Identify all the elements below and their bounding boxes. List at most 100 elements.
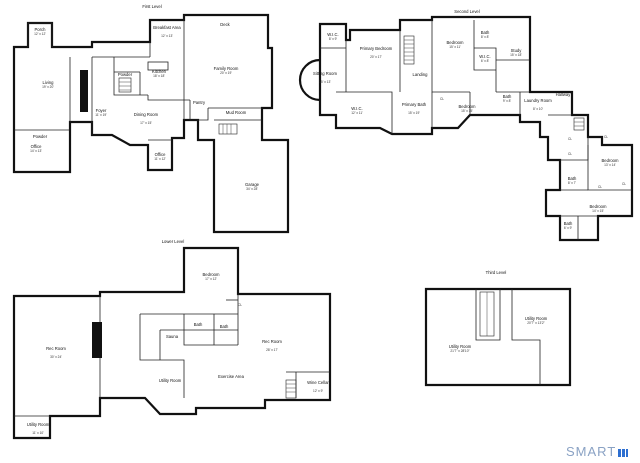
room-mudroom-name: Mud Room: [226, 110, 247, 115]
room-rec-left-dim: 30' x 24': [50, 355, 62, 359]
brand-logo: SMART: [566, 444, 629, 459]
room-bedroom1-name: Bedroom: [447, 40, 465, 45]
room-utility-lower-name: Utility Room: [159, 378, 182, 383]
room-bath4-dim: 6' x 9': [564, 226, 573, 230]
room-bath-lower2-name: Bath: [220, 324, 229, 329]
room-rec-right-name: Rec Room: [262, 339, 282, 344]
room-bath3-dim: 8' x 7': [568, 181, 577, 185]
room-bedroom4-dim: 14' x 15': [592, 209, 604, 213]
room-kitchen-dim: 18' x 18': [153, 74, 165, 78]
room-landing-name: Landing: [413, 72, 429, 77]
room-primary-bed-name: Primary Bedroom: [360, 46, 393, 51]
closet-label-4: CL: [598, 185, 602, 189]
third-level-plan: Third Level Utility Room 21'7" x 28'10" …: [424, 270, 572, 387]
first-level-stairs: [80, 70, 238, 135]
second-level-title: Second Level: [454, 9, 479, 14]
room-study-dim: 15' x 18': [510, 53, 522, 57]
room-deck-name: Deck: [220, 22, 230, 27]
closet-label-3: CL: [568, 152, 572, 156]
room-rec-right-dim: 28' x 17': [266, 348, 278, 352]
room-bedroom-lower-name: Bedroom: [203, 272, 221, 277]
room-bath2-dim: 9' x 8': [503, 99, 512, 103]
closet-label-lower: CL: [238, 303, 242, 307]
second-level-plan: Second Level W.I.C. 8' x 9' Primary Bed: [298, 9, 634, 242]
room-utility-third2-dim: 20'7" x 13'2": [527, 321, 544, 325]
room-rec-left-name: Rec Room: [46, 346, 66, 351]
room-utility-lower2-dim: 11' x 10': [32, 431, 44, 435]
room-powder1-name: Powder: [118, 72, 133, 77]
room-laundry-dim: 8' x 10': [533, 107, 543, 111]
room-foyer-dim: 11' x 19': [95, 113, 107, 117]
room-bath1-dim: 8' x 8': [481, 35, 490, 39]
lower-level-title: Lower Level: [162, 239, 185, 244]
room-kitchen-name: Kitchen: [152, 69, 167, 74]
room-office1-name: Office: [31, 144, 43, 149]
room-utility-third2-name: Utility Room: [525, 316, 548, 321]
room-powder2-name: Powder: [33, 134, 48, 139]
room-office2-name: Office: [155, 152, 167, 157]
room-bedroom2-name: Bedroom: [459, 104, 477, 109]
room-bath4-name: Bath: [564, 221, 573, 226]
room-foyer-name: Foyer: [96, 108, 107, 113]
room-pantry-name: Pantry: [193, 100, 206, 105]
room-wic3-name: W.I.C.: [351, 106, 362, 111]
room-garage-dim: 34' x 28': [246, 187, 258, 191]
room-dining-name: Dining Room: [134, 112, 159, 117]
room-bath3-name: Bath: [568, 176, 577, 181]
room-study-name: Study: [511, 48, 523, 53]
room-wic1-dim: 8' x 9': [329, 37, 338, 41]
bar-chart-icon: [618, 449, 629, 457]
room-wic1-name: W.I.C.: [327, 32, 338, 37]
room-office1-dim: 14' x 13': [30, 149, 42, 153]
room-porch-dim: 12' x 12': [34, 32, 46, 36]
room-bedroom1-dim: 15' x 11': [449, 45, 461, 49]
lower-level-stairs: [92, 322, 297, 399]
room-family-name: Family Room: [214, 66, 239, 71]
closet-label-6: CL: [604, 135, 608, 139]
room-sitting-dim: 15' x 13': [319, 80, 331, 84]
room-office2-dim: 11' x 12': [154, 157, 166, 161]
closet-label-5: CL: [622, 182, 626, 186]
room-garage-name: Garage: [245, 182, 260, 187]
room-utility-third1-dim: 21'7" x 28'10": [450, 349, 469, 353]
room-family-dim: 20' x 19': [220, 71, 232, 75]
room-primary-bath-name: Primary Bath: [402, 102, 427, 107]
room-primary-bed-dim: 20' x 17': [370, 55, 382, 59]
room-bedroom2-dim: 15' x 15': [461, 109, 473, 113]
closet-label-1: CL: [440, 97, 444, 101]
room-breakfast-name: Breakfast Area: [153, 25, 181, 30]
first-level-title: First Level: [142, 4, 161, 9]
room-utility-third1-name: Utility Room: [449, 344, 472, 349]
room-hallway-name: Hallway: [556, 92, 572, 97]
room-porch-name: Porch: [35, 27, 47, 32]
room-primary-bath-dim: 15' x 19': [408, 111, 420, 115]
third-level-stairs: [479, 291, 495, 337]
room-bath-lower1-name: Bath: [194, 322, 203, 327]
room-bedroom-lower-dim: 17' x 12': [205, 277, 217, 281]
room-bedroom3-name: Bedroom: [602, 158, 620, 163]
room-living-name: Living: [43, 80, 55, 85]
closet-label-2: CL: [568, 137, 572, 141]
room-breakfast-dim: 12' x 13': [161, 34, 173, 38]
lower-level-plan: Lower Level Bedroom 17' x 12' Rec Room 3…: [12, 239, 332, 440]
room-wine-dim: 12' x 9': [313, 389, 323, 393]
room-wic2-name: W.I.C.: [479, 54, 490, 59]
room-bath1-name: Bath: [481, 30, 490, 35]
room-sitting-name: Sitting Room: [313, 71, 337, 76]
third-level-title: Third Level: [486, 270, 507, 275]
room-exercise-name: Exercise Area: [218, 374, 245, 379]
room-wic2-dim: 6' x 8': [481, 59, 490, 63]
room-utility-lower2-name: Utility Room: [27, 422, 50, 427]
brand-text: SMART: [566, 444, 617, 459]
room-sauna-name: Sauna: [166, 334, 179, 339]
room-laundry-name: Laundry Room: [524, 98, 552, 103]
first-level-plan: First Level Porch 12' x 12': [12, 4, 290, 234]
second-level-stairs: [403, 35, 585, 131]
room-wine-name: Wine Cellar: [307, 380, 329, 385]
room-wic3-dim: 12' x 11': [351, 111, 363, 115]
room-bedroom4-name: Bedroom: [590, 204, 608, 209]
room-bedroom3-dim: 13' x 14': [604, 163, 616, 167]
room-bath2-name: Bath: [503, 94, 512, 99]
room-living-dim: 19' x 20': [42, 85, 54, 89]
